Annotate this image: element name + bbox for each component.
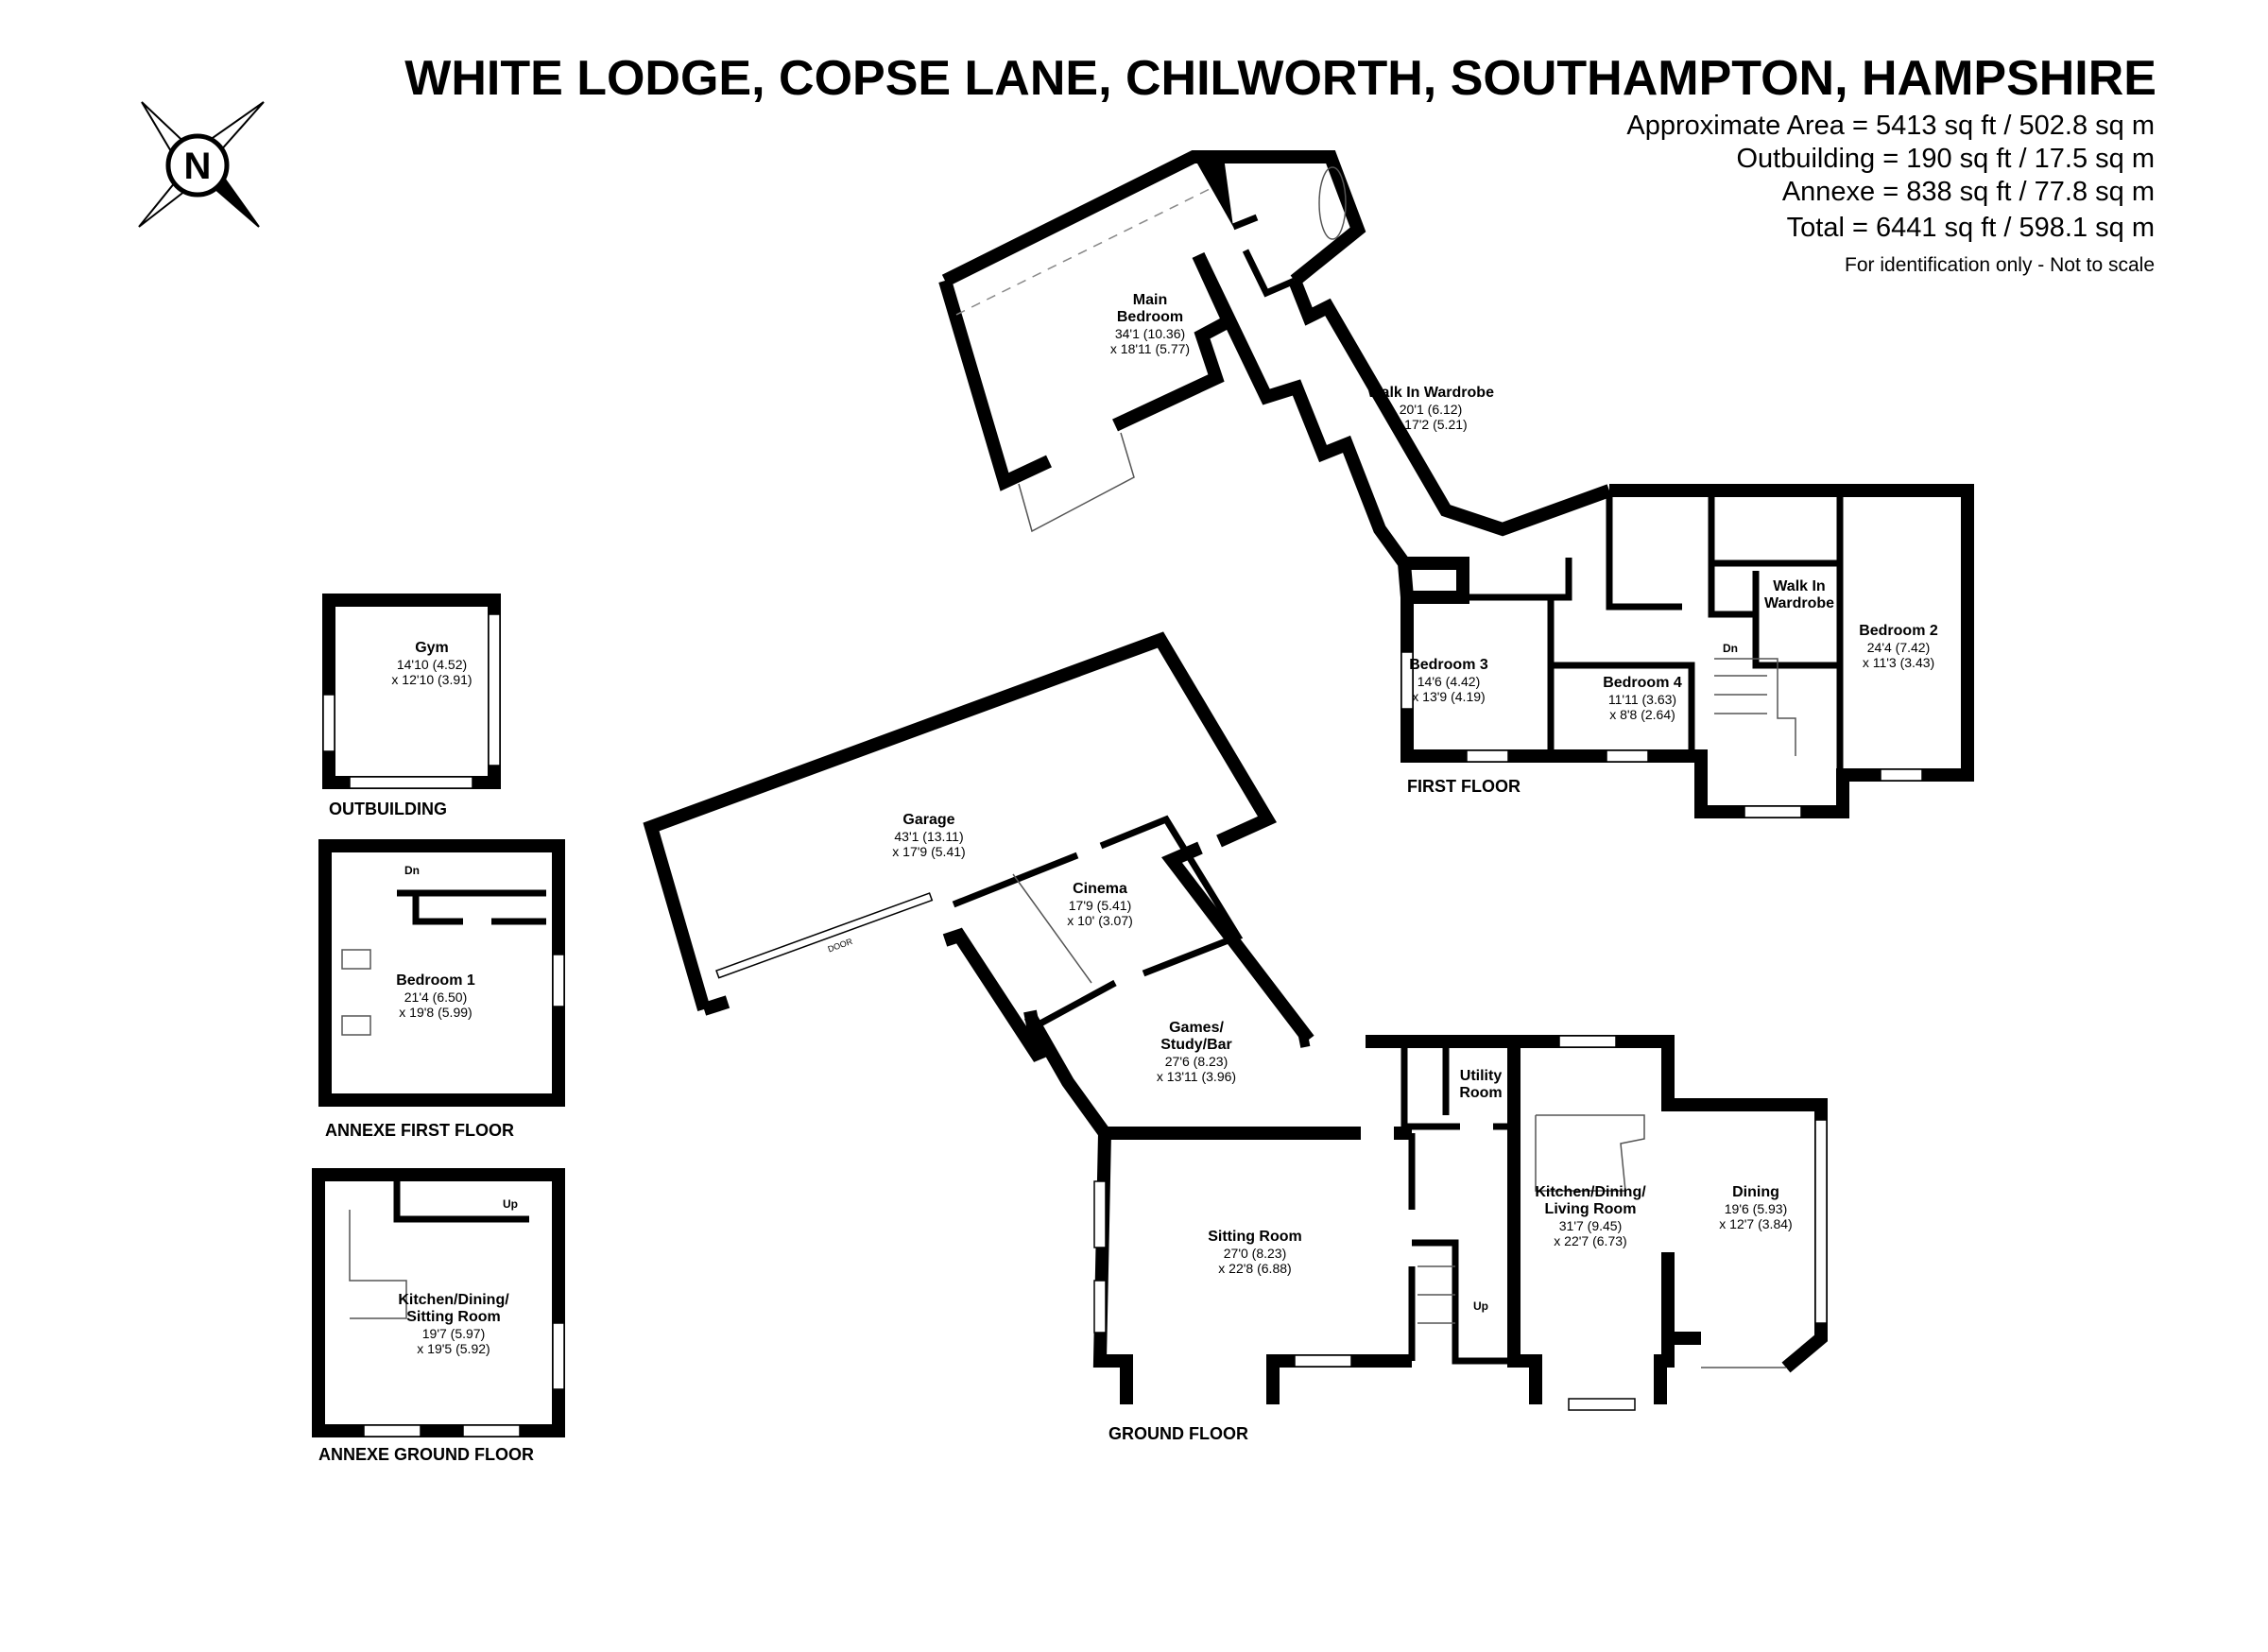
room-name: Sitting Room — [406, 1309, 501, 1325]
stair-up-label: Up — [1473, 1299, 1488, 1313]
annexe-stair-up-label: Up — [503, 1197, 518, 1211]
room-name: Room — [1459, 1085, 1502, 1101]
room-dimensions: 27'0 (8.23) — [1224, 1246, 1287, 1261]
room-dimensions: x 13'11 (3.96) — [1157, 1069, 1236, 1084]
ground-floor-plan: DOOR Up — [643, 631, 1828, 1443]
room-dimensions: x 22'7 (6.73) — [1554, 1233, 1626, 1248]
annexe-first-floor-label: ANNEXE FIRST FLOOR — [325, 1121, 514, 1140]
room-dimensions: x 19'5 (5.92) — [417, 1341, 490, 1356]
room-name: Living Room — [1545, 1201, 1637, 1217]
room-dimensions: 14'10 (4.52) — [397, 657, 467, 672]
area-outbuilding: Outbuilding = 190 sq ft / 17.5 sq m — [1736, 144, 2155, 174]
garage-door-label: DOOR — [827, 937, 854, 955]
outbuilding-label: OUTBUILDING — [329, 800, 447, 818]
room-name: Wardrobe — [1764, 595, 1834, 611]
area-annexe: Annexe = 838 sq ft / 77.8 sq m — [1782, 177, 2155, 207]
room-name: Study/Bar — [1160, 1037, 1232, 1053]
room-dimensions: x 11'3 (3.43) — [1863, 655, 1934, 670]
room-name: Bedroom 3 — [1409, 657, 1488, 673]
room-name: Walk In — [1773, 578, 1825, 594]
first-floor-walls — [1400, 484, 1974, 818]
room-name: Sitting Room — [1208, 1229, 1302, 1245]
room-dimensions: 19'7 (5.97) — [422, 1326, 486, 1341]
first-floor-plan: Dn FIRST FLOOR — [938, 150, 1974, 818]
room-name: Bedroom — [1117, 309, 1183, 325]
room-name: Bedroom 4 — [1603, 675, 1682, 691]
room-dimensions: 27'6 (8.23) — [1165, 1054, 1228, 1069]
room-name: Kitchen/Dining/ — [398, 1292, 509, 1308]
room-dimensions: x 12'7 (3.84) — [1719, 1216, 1792, 1231]
room-dimensions: x 17'9 (5.41) — [892, 844, 965, 859]
room-dimensions: x 10' (3.07) — [1067, 913, 1133, 928]
room-dimensions: 21'4 (6.50) — [404, 989, 468, 1005]
room-dimensions: 17'9 (5.41) — [1069, 898, 1132, 913]
room-name: Bedroom 1 — [396, 972, 475, 989]
stair-down-label: Dn — [1723, 642, 1738, 655]
room-dimensions: 14'6 (4.42) — [1418, 674, 1481, 689]
compass-letter: N — [184, 146, 212, 187]
area-approximate: Approximate Area = 5413 sq ft / 502.8 sq… — [1626, 111, 2155, 141]
garage-walls — [643, 631, 1278, 1011]
room-dimensions: 19'6 (5.93) — [1725, 1201, 1788, 1216]
annexe-ground-floor-label: ANNEXE GROUND FLOOR — [318, 1445, 534, 1464]
room-name: Bedroom 2 — [1859, 623, 1938, 639]
annexe-first-floor-plan: Dn ANNEXE FIRST FLOOR — [318, 839, 565, 1140]
room-label-bedroom-2: Bedroom 224'4 (7.42)x 11'3 (3.43) — [1859, 623, 1938, 670]
room-dimensions: x 13'9 (4.19) — [1412, 689, 1485, 704]
first-floor-label: FIRST FLOOR — [1407, 777, 1521, 796]
room-dimensions: 24'4 (7.42) — [1867, 640, 1931, 655]
room-dimensions: 34'1 (10.36) — [1115, 326, 1185, 341]
room-name: Gym — [415, 640, 449, 656]
room-dimensions: 43'1 (13.11) — [894, 829, 963, 844]
room-dimensions: 20'1 (6.12) — [1400, 402, 1463, 417]
room-dimensions: x 22'8 (6.88) — [1218, 1261, 1291, 1276]
room-dimensions: x 12'10 (3.91) — [391, 672, 472, 687]
room-dimensions: x 18'11 (5.77) — [1110, 341, 1190, 356]
room-dimensions: x 19'8 (5.99) — [399, 1005, 472, 1020]
north-arrow-compass-icon: N — [138, 101, 265, 228]
room-name: Garage — [902, 812, 954, 828]
area-total: Total = 6441 sq ft / 598.1 sq m — [1787, 213, 2155, 243]
room-dimensions: x 17'2 (5.21) — [1394, 417, 1467, 432]
room-dimensions: 11'11 (3.63) — [1608, 692, 1676, 707]
room-name: Kitchen/Dining/ — [1535, 1184, 1646, 1200]
room-label-annexe-bedroom-1: Bedroom 121'4 (6.50)x 19'8 (5.99) — [396, 972, 475, 1020]
room-label-bedroom-3: Bedroom 314'6 (4.42)x 13'9 (4.19) — [1409, 657, 1488, 704]
room-name: Main — [1133, 292, 1167, 308]
property-title: WHITE LODGE, COPSE LANE, CHILWORTH, SOUT… — [404, 51, 2156, 106]
room-name: Utility — [1460, 1068, 1503, 1084]
room-dimensions: x 8'8 (2.64) — [1609, 707, 1675, 722]
room-name: Games/ — [1169, 1020, 1224, 1036]
room-name: Walk In Wardrobe — [1367, 385, 1494, 401]
annexe-stair-down-label: Dn — [404, 864, 420, 877]
annexe-ground-floor-plan: Up ANNEXE GROUND FLOOR — [312, 1168, 565, 1464]
room-name: Cinema — [1073, 881, 1127, 897]
disclaimer: For identification only - Not to scale — [1845, 254, 2155, 276]
room-dimensions: 31'7 (9.45) — [1559, 1218, 1623, 1233]
room-name: Dining — [1732, 1184, 1779, 1200]
ground-floor-label: GROUND FLOOR — [1108, 1424, 1248, 1443]
room-label-bedroom-4: Bedroom 411'11 (3.63)x 8'8 (2.64) — [1603, 675, 1682, 722]
outbuilding-plan: OUTBUILDING — [322, 594, 501, 818]
main-bedroom-walls — [941, 150, 1366, 287]
